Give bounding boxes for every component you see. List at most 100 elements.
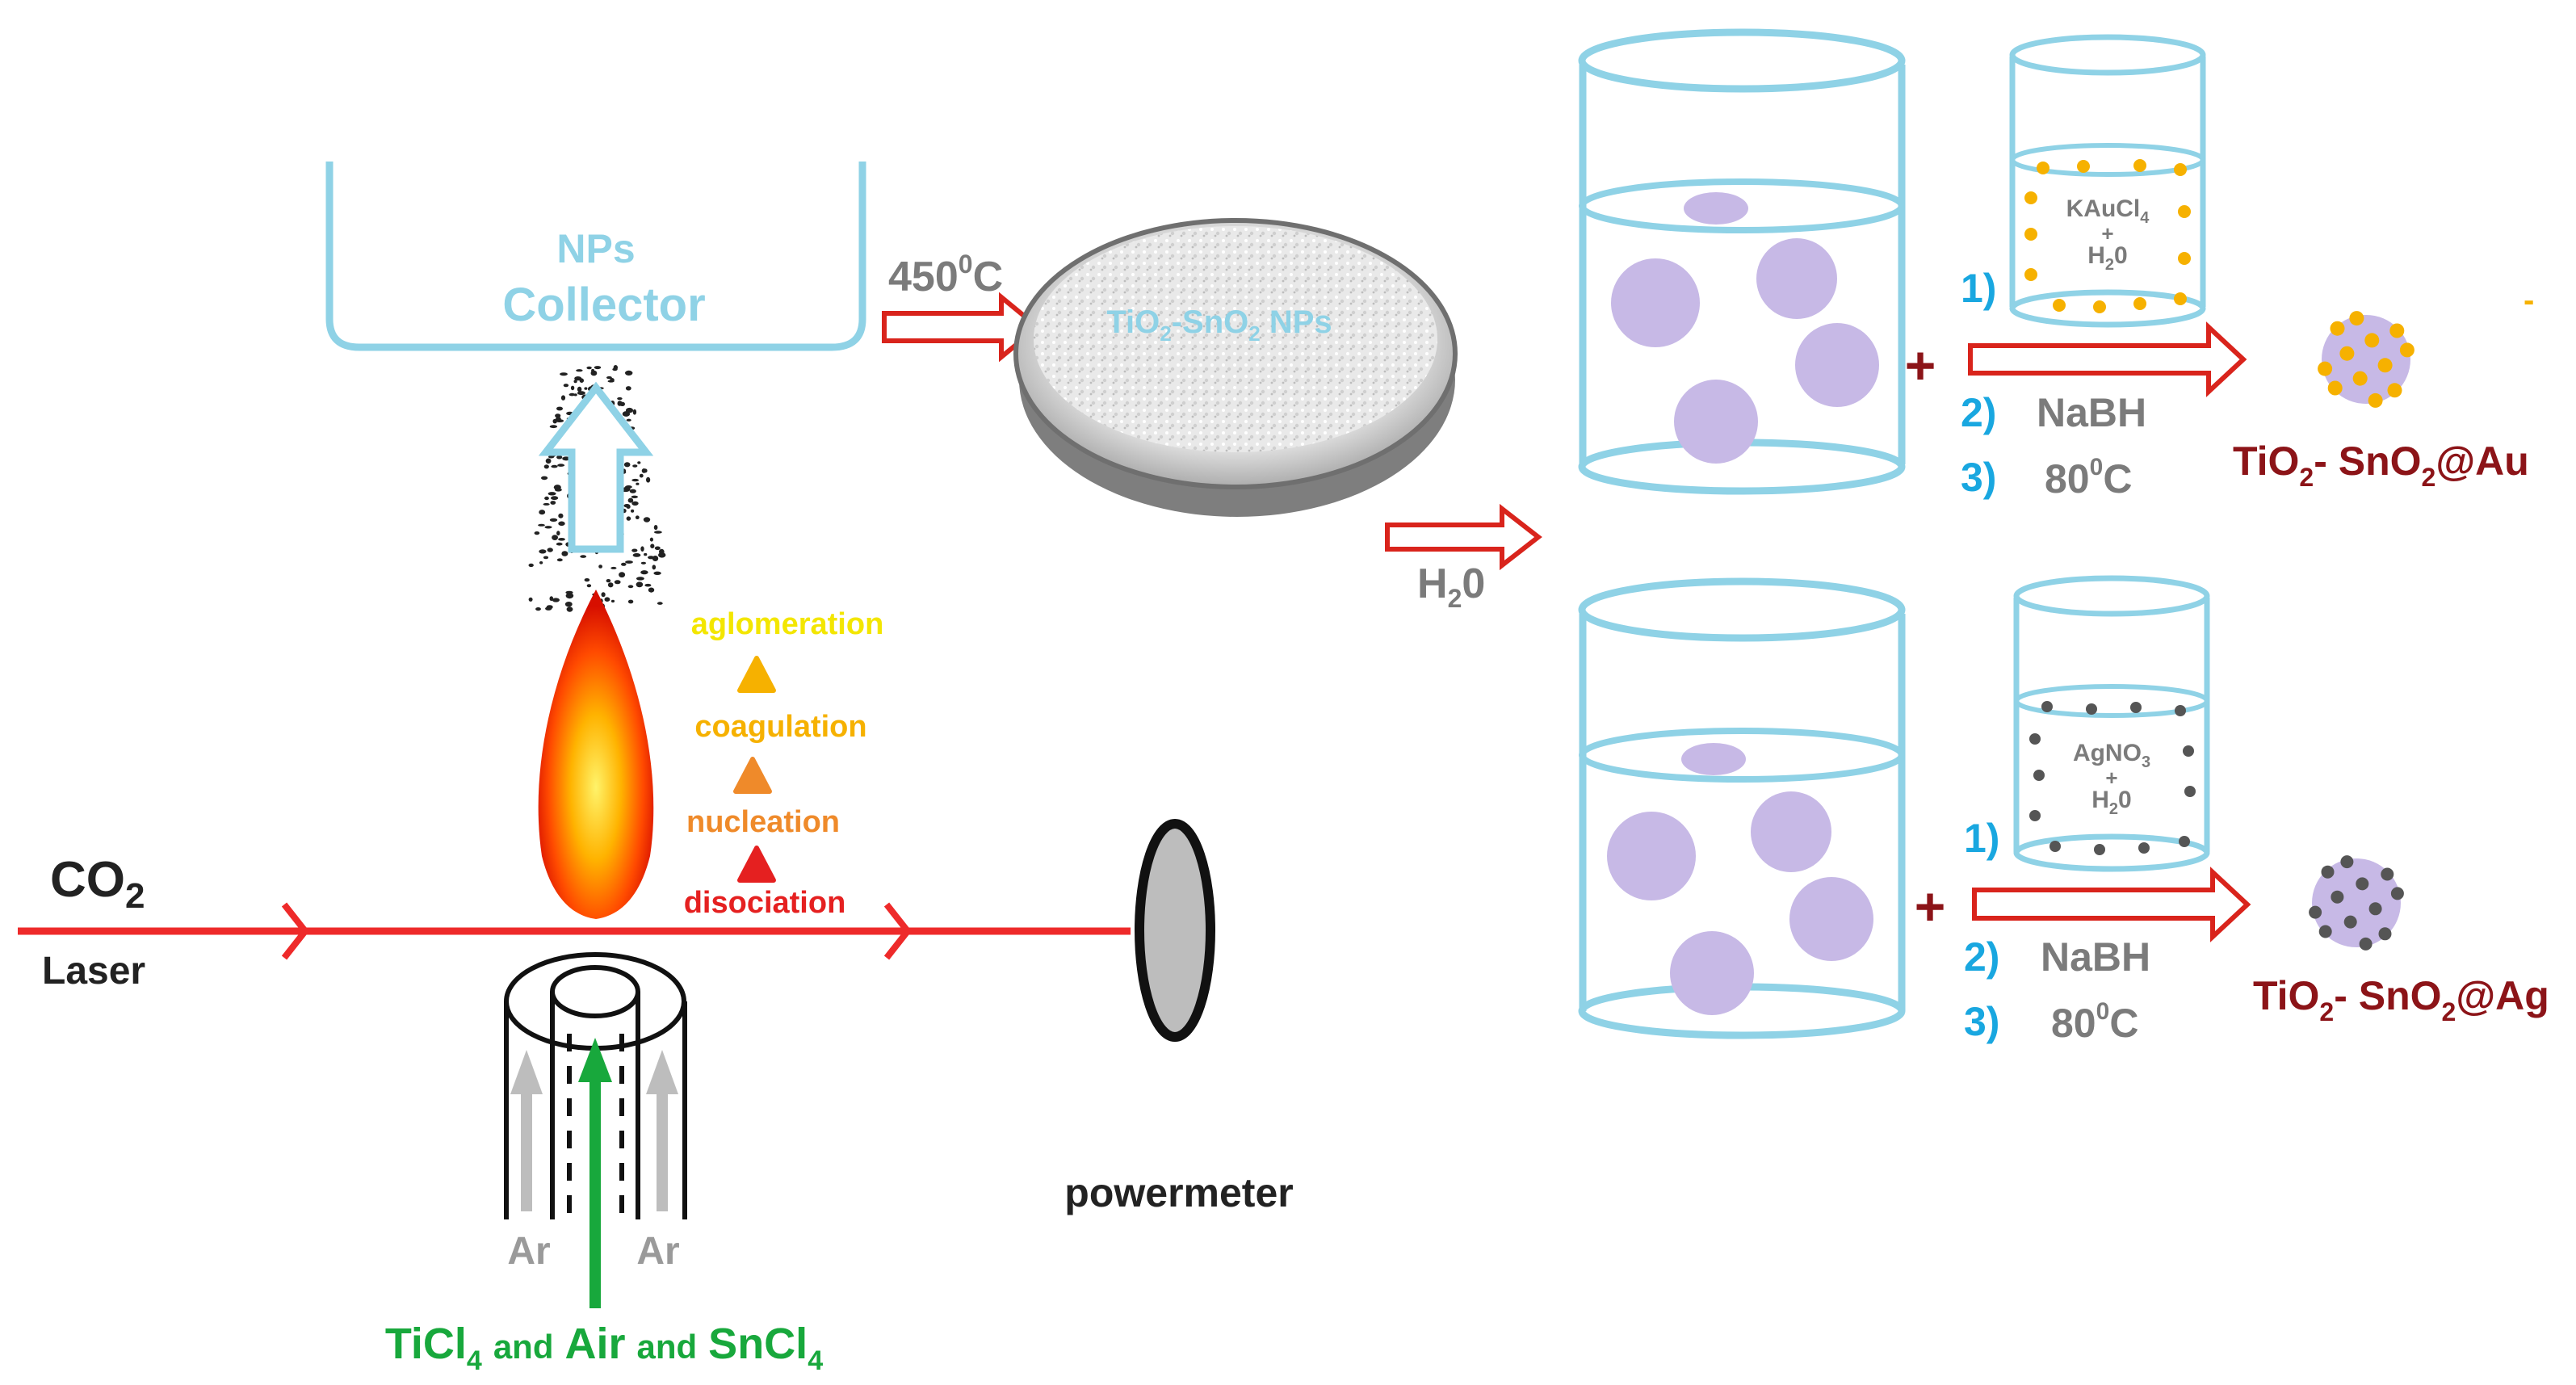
- ag-salt-plus: +: [2105, 766, 2117, 790]
- particle-speck: [653, 571, 661, 575]
- ion-dot: [2049, 841, 2061, 852]
- ag-step-3: 3): [1964, 999, 1999, 1044]
- particle-speck: [644, 468, 648, 473]
- ion-dot: [2174, 163, 2187, 176]
- particle-speck: [606, 376, 612, 380]
- powermeter: powermeter: [1064, 819, 1294, 1215]
- particle-speck: [538, 523, 545, 527]
- particle-speck: [598, 564, 602, 569]
- particle-speck: [632, 553, 641, 557]
- particle-speck: [551, 496, 559, 501]
- laser-gas-label: CO2: [50, 852, 145, 916]
- particle-speck: [556, 419, 564, 422]
- particle-speck: [631, 478, 639, 482]
- particle-speck: [632, 409, 637, 415]
- stage-aglomeration: aglomeration: [691, 607, 884, 641]
- particle-speck: [549, 596, 554, 602]
- particle-speck: [544, 526, 552, 529]
- particle-speck: [556, 531, 560, 536]
- particle-speck: [568, 392, 576, 397]
- ion-dot: [2184, 786, 2196, 797]
- surface-nanoparticle: [2387, 383, 2402, 398]
- surface-nanoparticle: [2321, 865, 2335, 879]
- particle-speck: [556, 558, 563, 562]
- particle-speck: [646, 476, 651, 483]
- particle-speck: [535, 607, 541, 611]
- au-mix-plus: +: [1905, 335, 1936, 395]
- particle-speck: [528, 597, 533, 602]
- ion-dot: [2133, 297, 2146, 310]
- particle-speck: [624, 412, 630, 416]
- co2-laser: CO2 Laser: [18, 852, 1131, 993]
- au-salt-label: KAuCl4: [2066, 195, 2150, 227]
- particle-speck: [552, 418, 557, 424]
- annealing-step: 4500C: [882, 250, 1042, 363]
- ion-dot: [2024, 228, 2037, 241]
- ag-decorated-nanoparticle: [2309, 855, 2404, 951]
- particle-speck: [549, 518, 558, 523]
- surface-nanoparticle: [2309, 905, 2322, 919]
- ag-reaction-arrow: [1972, 867, 2251, 942]
- ag-beaker-rim: [1578, 577, 1906, 642]
- collector-label-line2: Collector: [502, 279, 705, 331]
- au-particle: [1611, 258, 1700, 347]
- surface-nanoparticle: [2389, 323, 2405, 338]
- ion-dot: [2175, 705, 2186, 716]
- particle-speck: [627, 599, 634, 604]
- particle-speck: [617, 401, 623, 406]
- ag-water-label: H20: [2091, 787, 2131, 818]
- au-small-rim: [2009, 34, 2206, 76]
- precursor-arrow: [578, 1038, 612, 1082]
- particle-speck: [650, 544, 655, 548]
- particle-speck: [541, 476, 548, 481]
- particle-speck: [544, 496, 549, 501]
- particle-speck: [625, 560, 633, 564]
- particle-speck: [648, 587, 655, 593]
- particle-speck: [543, 502, 550, 506]
- particle-speck: [551, 464, 558, 468]
- particle-speck: [550, 501, 556, 505]
- collector-label-line1: NPs: [556, 226, 635, 271]
- particle-speck: [659, 548, 665, 555]
- ion-dot: [2053, 299, 2066, 312]
- ion-dot: [2024, 268, 2037, 281]
- particle-speck: [637, 461, 641, 464]
- particle-speck: [610, 566, 617, 569]
- nozzle-inner-top: [550, 965, 640, 1018]
- stage-nucleation: nucleation: [686, 805, 840, 839]
- particle-speck: [631, 501, 639, 506]
- ion-dot: [2093, 300, 2106, 313]
- ag-particle: [1789, 877, 1873, 961]
- au-small-base: [2009, 289, 2206, 328]
- particle-speck: [543, 556, 549, 560]
- particle-speck: [606, 579, 611, 583]
- ag-step-2-text: NaBH: [2041, 934, 2150, 980]
- ion-dot: [2029, 733, 2041, 745]
- particle-speck: [648, 556, 655, 560]
- collector-outline: [325, 162, 866, 351]
- ion-dot: [2178, 252, 2191, 265]
- particle-speck: [627, 585, 634, 589]
- au-particle: [1756, 238, 1837, 319]
- ag-step-1: 1): [1964, 816, 1999, 861]
- particle-speck: [654, 531, 662, 534]
- water-arrow: [1385, 503, 1542, 571]
- ag-floating-particle: [1681, 743, 1746, 775]
- particle-speck: [548, 492, 556, 496]
- powermeter-disk: [1135, 819, 1215, 1042]
- particle-speck: [565, 593, 574, 599]
- particle-speck: [547, 548, 553, 552]
- particle-speck: [591, 368, 595, 373]
- au-large-beaker: [1578, 28, 1906, 495]
- particle-speck: [626, 516, 631, 521]
- ag-small-liquid: [2014, 684, 2209, 718]
- surface-nanoparticle: [2368, 902, 2382, 916]
- particle-speck: [625, 370, 633, 376]
- particle-speck: [643, 517, 651, 523]
- particle-speck: [654, 546, 661, 551]
- laser-label: Laser: [42, 950, 145, 993]
- particle-speck: [584, 578, 590, 582]
- particle-speck: [632, 464, 638, 468]
